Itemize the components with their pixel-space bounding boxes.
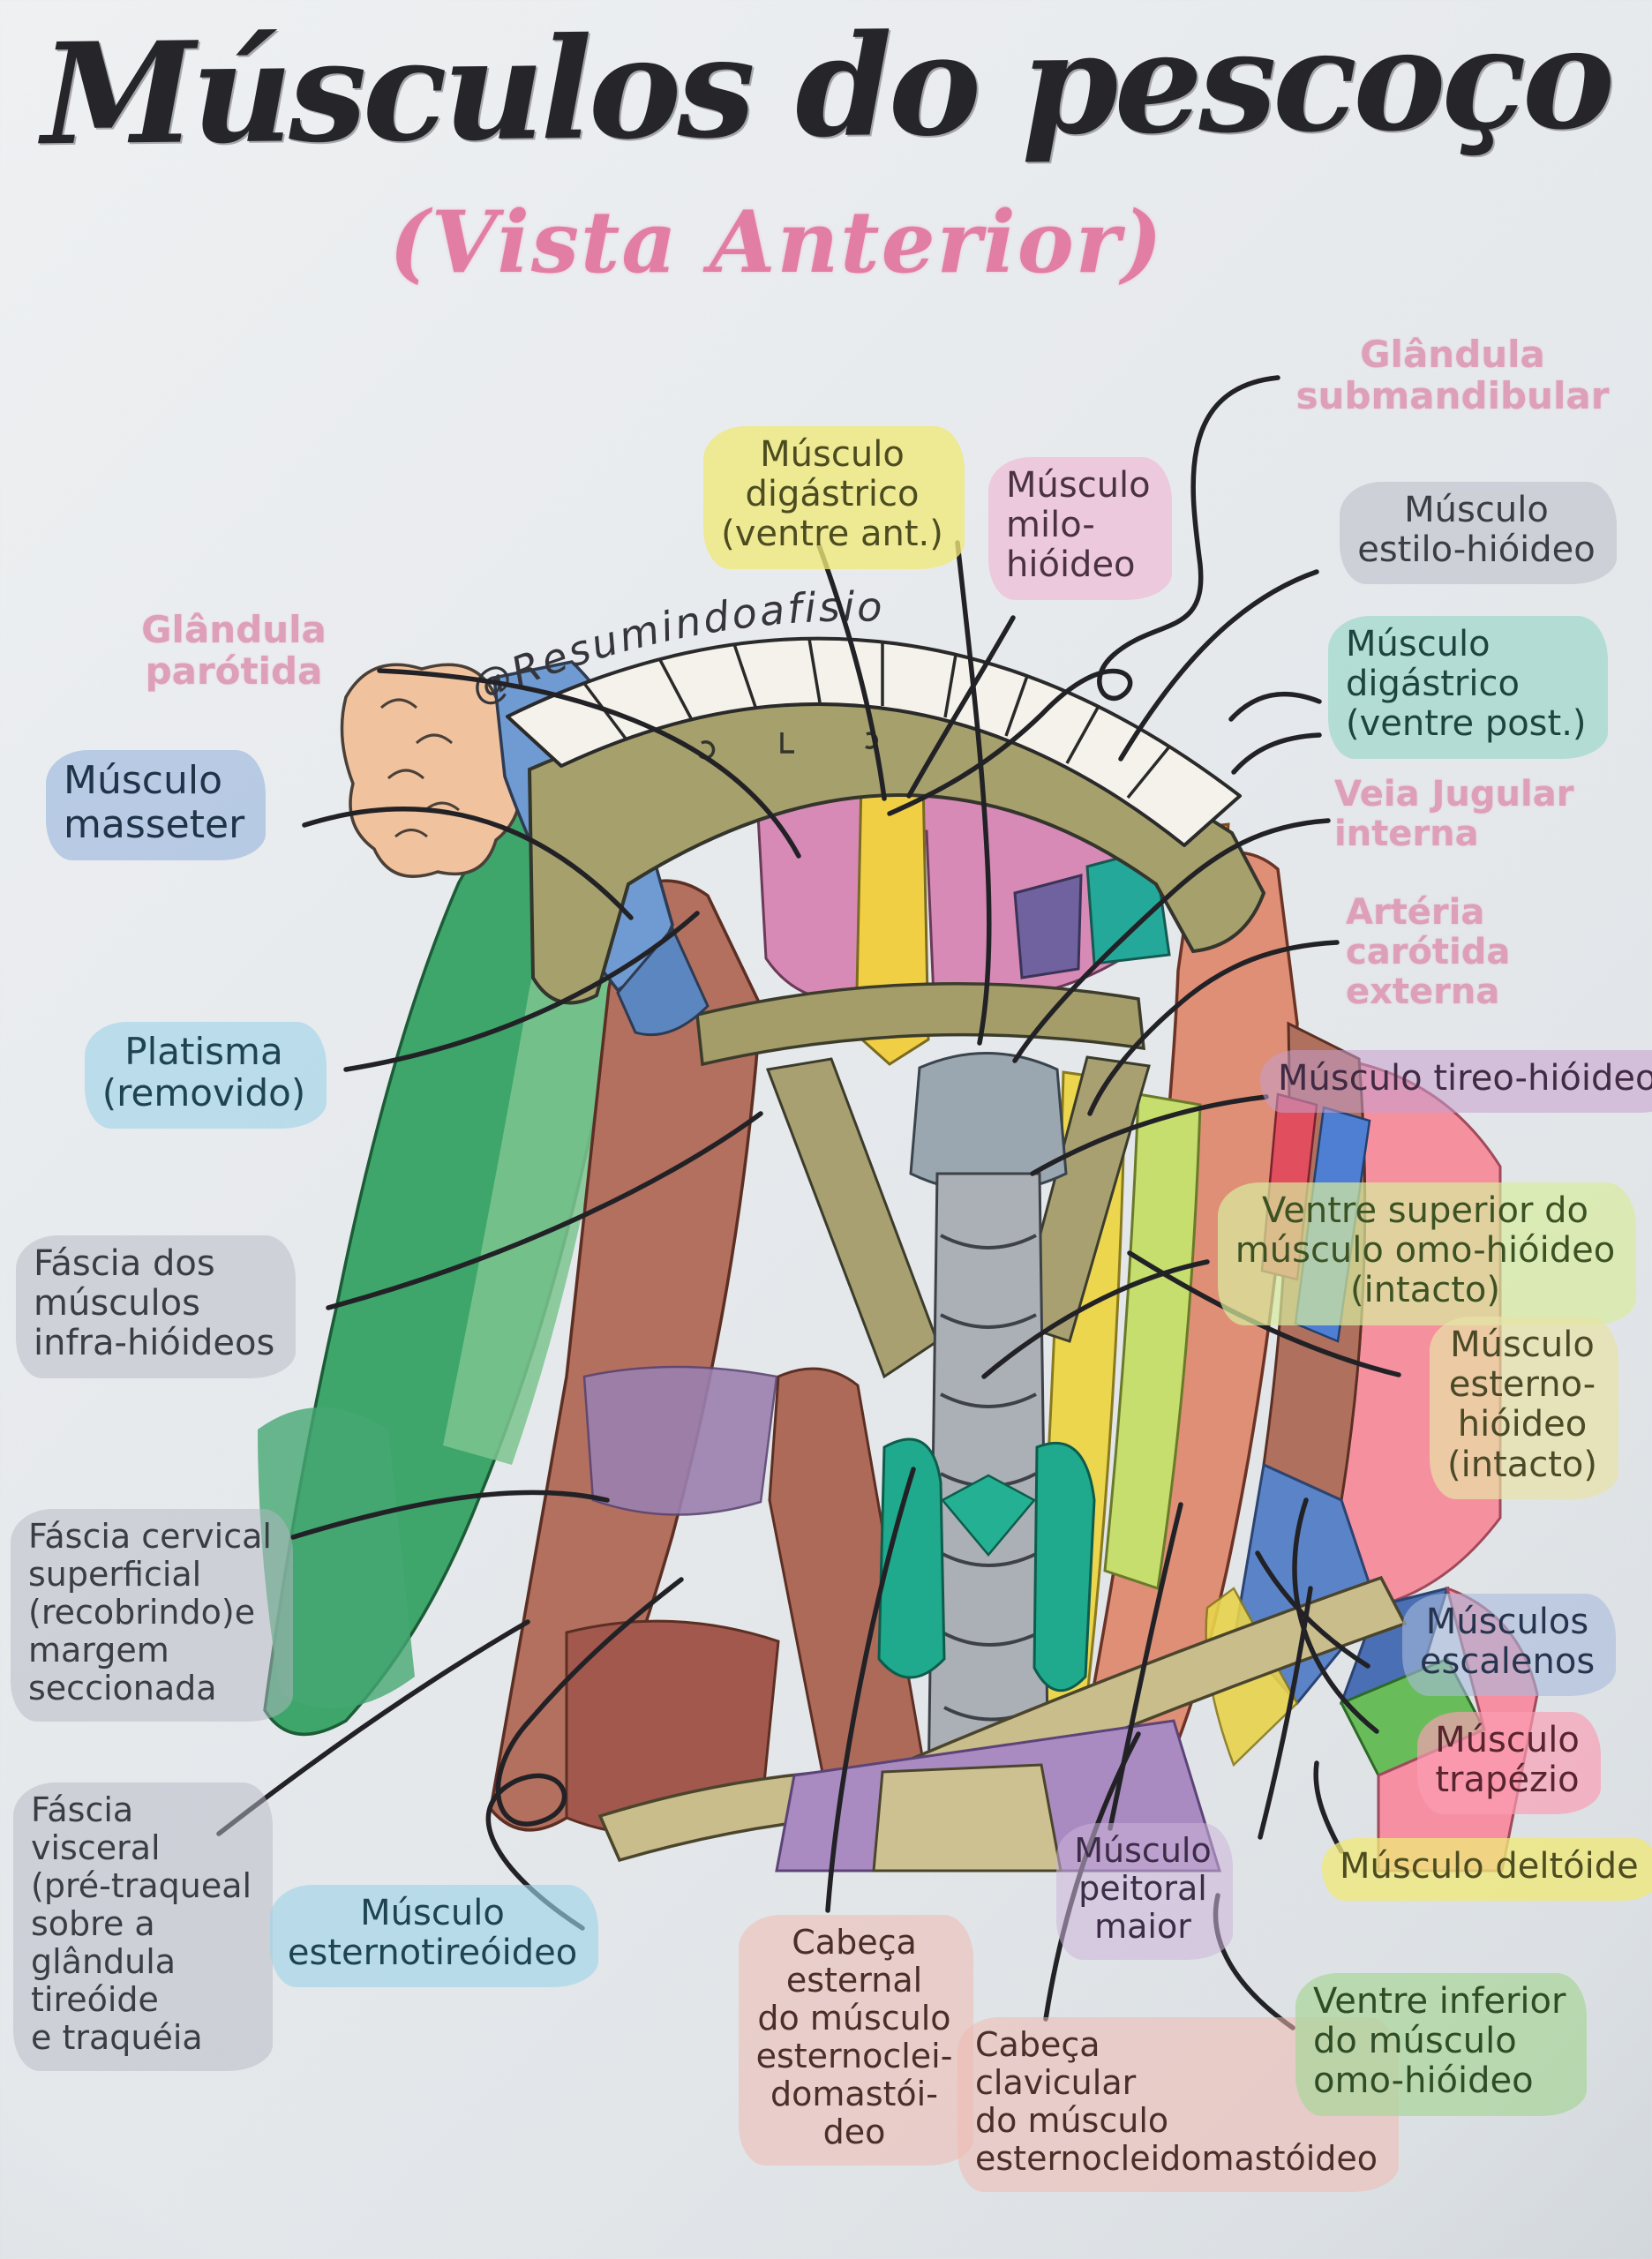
- label-glandula-parotida: Glândula parótida: [88, 609, 379, 693]
- label-text: Fáscia cervical superficial (recobrindo)…: [11, 1509, 293, 1722]
- manubrium: [872, 1763, 1063, 1872]
- poster-title: Músculos do pescoço: [40, 0, 1611, 177]
- label-text: Cabeça esternal do músculo esternoclei- …: [738, 1915, 974, 2165]
- label-musculo-milo-hioideo: Músculo milo- hióideo: [988, 457, 1209, 600]
- label-text: Músculo digástrico (ventre ant.): [703, 426, 965, 569]
- label-musculo-peitoral-maior: Músculo peitoral maior: [1034, 1823, 1255, 1960]
- label-text: Músculo esterno- hióideo (intacto): [1429, 1317, 1619, 1499]
- label-musculo-deltoide: Músculo deltóide: [1322, 1838, 1652, 1902]
- label-text: Músculos escalenos: [1401, 1594, 1617, 1697]
- label-fascia-visceral: Fáscia visceral (pré-traqueal sobre a gl…: [13, 1782, 278, 2071]
- label-text: Músculo tireo-hióideo: [1260, 1050, 1652, 1114]
- omohyoid-band: [1103, 1092, 1202, 1590]
- stylohyoid-wedge: [1013, 874, 1083, 979]
- label-fascia-musculos-infra-hioideos: Fáscia dos músculos infra-hióideos: [16, 1235, 334, 1378]
- label-text: Ventre superior do músculo omo-hióideo (…: [1217, 1182, 1637, 1325]
- label-text: Músculo milo- hióideo: [988, 457, 1172, 600]
- teeth-arc: [506, 636, 1242, 847]
- label-veia-jugular-interna: Veia Jugular interna: [1334, 774, 1650, 855]
- label-musculo-esternotireoideo: Músculo esternotireóideo: [240, 1885, 628, 1988]
- label-cabeca-clavicular: Cabeça clavicular do músculo esternoclei…: [957, 2017, 1452, 2192]
- label-text: Músculo trapézio: [1417, 1712, 1601, 1815]
- hyoid-bone: [695, 981, 1145, 1067]
- label-fascia-cervical-superficial: Fáscia cervical superficial (recobrindo)…: [11, 1509, 311, 1722]
- label-platisma-removido: Platisma (removido): [69, 1022, 342, 1129]
- label-musculo-trapezio: Músculo trapézio: [1366, 1712, 1652, 1815]
- fascia-patch-purple-left: [582, 1365, 778, 1516]
- label-text: Músculo estilo-hióideo: [1340, 482, 1617, 585]
- strap-muscles-olive: [765, 1055, 1151, 1379]
- label-text: Fáscia visceral (pré-traqueal sobre a gl…: [13, 1782, 274, 2071]
- label-text: Ventre inferior do músculo omo-hióideo: [1295, 1973, 1588, 2116]
- label-musculo-masseter: Músculo masseter: [46, 750, 311, 861]
- label-text: Músculo deltóide: [1322, 1838, 1652, 1902]
- label-text: Cabeça clavicular do músculo esternoclei…: [957, 2017, 1400, 2192]
- label-musculo-digastrico-ventre-ant: Músculo digástrico (ventre ant.): [684, 426, 984, 569]
- label-glandula-submandibular: Glândula submandibular: [1262, 334, 1643, 417]
- label-text: Platisma (removido): [84, 1022, 327, 1129]
- label-text: Fáscia dos músculos infra-hióideos: [16, 1235, 297, 1378]
- label-text: Artéria carótida externa: [1346, 892, 1511, 1013]
- label-musculo-digastrico-ventre-post: Músculo digástrico (ventre post.): [1328, 616, 1652, 759]
- label-text: Glândula parótida: [141, 608, 327, 694]
- label-text: Glândula submandibular: [1295, 333, 1610, 418]
- label-text: Músculo esternotireóideo: [269, 1885, 599, 1988]
- label-musculo-estilo-hioideo: Músculo estilo-hióideo: [1304, 482, 1652, 585]
- label-ventre-inferior-omo-hioideo: Ventre inferior do músculo omo-hióideo: [1295, 1973, 1652, 2116]
- label-text: Músculo digástrico (ventre post.): [1328, 616, 1608, 759]
- label-musculo-tireo-hioideo: Músculo tireo-hióideo: [1260, 1050, 1652, 1114]
- thyroid-gland: [877, 1437, 1096, 1692]
- label-cabeca-esternal: Cabeça esternal do músculo esternoclei- …: [710, 1915, 1002, 2165]
- label-arteria-carotida-externa: Artéria carótida externa: [1346, 892, 1650, 1013]
- label-musculos-escalenos: Músculos escalenos: [1366, 1594, 1652, 1697]
- label-ventre-superior-omo-hioideo: Ventre superior do músculo omo-hióideo (…: [1202, 1182, 1652, 1325]
- label-text: Músculo peitoral maior: [1056, 1823, 1233, 1960]
- poster-subtitle: (Vista Anterior): [389, 192, 1164, 292]
- label-text: Músculo masseter: [46, 750, 267, 861]
- label-musculo-esterno-hioideo: Músculo esterno- hióideo (intacto): [1396, 1317, 1652, 1499]
- parotid-gland: [340, 663, 522, 878]
- label-text: Veia Jugular interna: [1334, 774, 1574, 855]
